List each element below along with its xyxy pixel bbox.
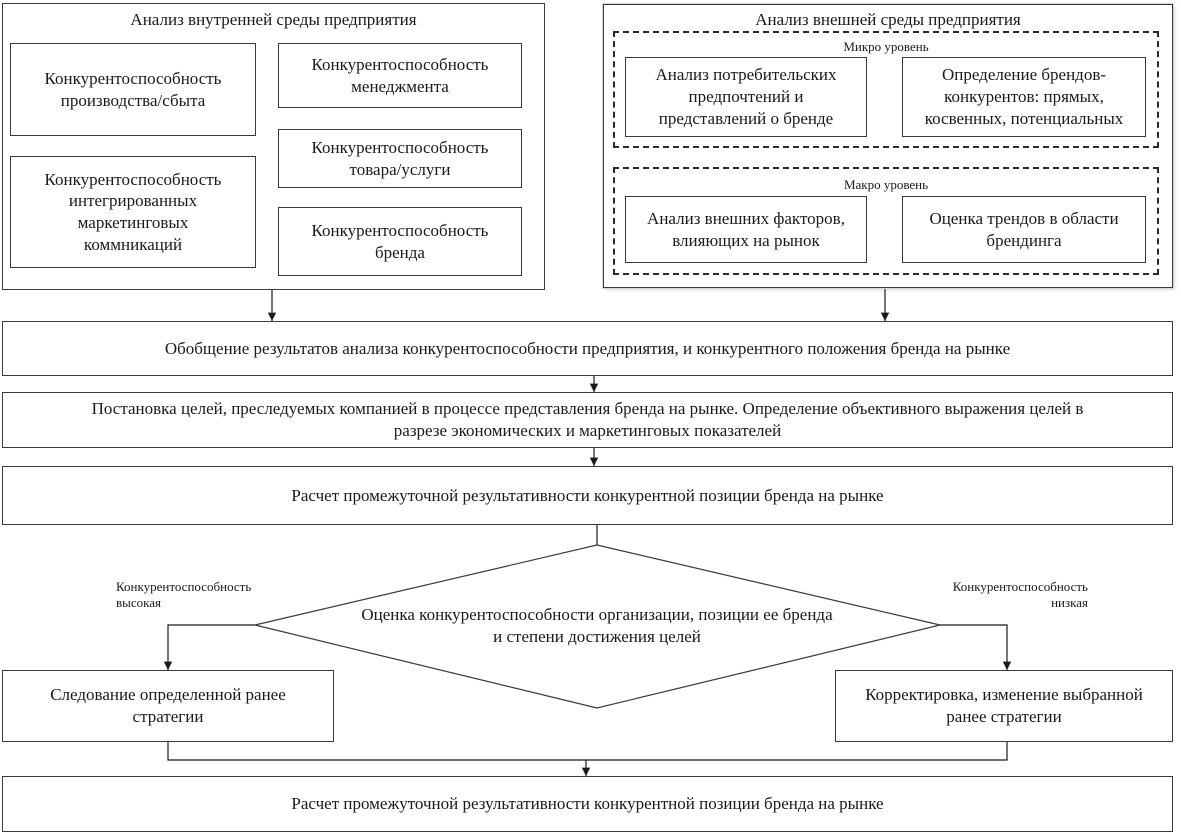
follow-strategy-box: Следование определенной ранее стратегии <box>2 670 334 742</box>
competitor-brands-box: Определение брендов- конкурентов: прямых… <box>902 57 1146 137</box>
arrow-decision-to-follow <box>163 624 255 670</box>
production-competitiveness-box: Конкурентоспособность производства/сбыта <box>10 43 256 136</box>
external-factors-box: Анализ внешних факторов, влияющих на рын… <box>625 196 867 263</box>
intermediate-calc-box-2: Расчет промежуточной результативности ко… <box>2 776 1173 832</box>
goals-box: Постановка целей, преследуемых компанией… <box>2 392 1173 448</box>
decision-text: Оценка конкурентоспособности организации… <box>361 605 833 646</box>
line-follow-merge <box>167 742 1008 761</box>
product-competitiveness-box: Конкурентоспособность товара/услуги <box>278 129 522 188</box>
external-analysis-title: Анализ внешней среды предприятия <box>755 10 1021 29</box>
high-competitiveness-label: Конкурентоспособность высокая <box>116 579 252 611</box>
imc-competitiveness-box: Конкурентоспособность интегрированных ма… <box>10 156 256 268</box>
adjust-strategy-box: Корректировка, изменение выбранной ранее… <box>835 670 1173 742</box>
internal-analysis-title: Анализ внутренней среды предприятия <box>130 10 417 29</box>
consumer-preferences-box: Анализ потребительских предпочтений и пр… <box>625 57 867 137</box>
management-competitiveness-box: Конкурентоспособность менеджмента <box>278 43 522 108</box>
arrow-decision-to-adjust <box>940 624 1012 670</box>
micro-level-frame <box>613 31 1159 148</box>
micro-level-label: Микро уровень <box>843 39 929 54</box>
brand-competitiveness-box: Конкурентоспособность бренда <box>278 207 522 276</box>
summary-box: Обобщение результатов анализа конкуренто… <box>2 321 1173 376</box>
macro-level-label: Макро уровень <box>843 177 929 192</box>
branding-trends-box: Оценка трендов в области брендинга <box>902 196 1146 263</box>
low-competitiveness-label: Конкурентоспособность низкая <box>952 579 1088 611</box>
decision-diamond <box>254 544 941 709</box>
macro-level-frame <box>613 167 1159 275</box>
intermediate-calc-box-1: Расчет промежуточной результативности ко… <box>2 466 1173 525</box>
